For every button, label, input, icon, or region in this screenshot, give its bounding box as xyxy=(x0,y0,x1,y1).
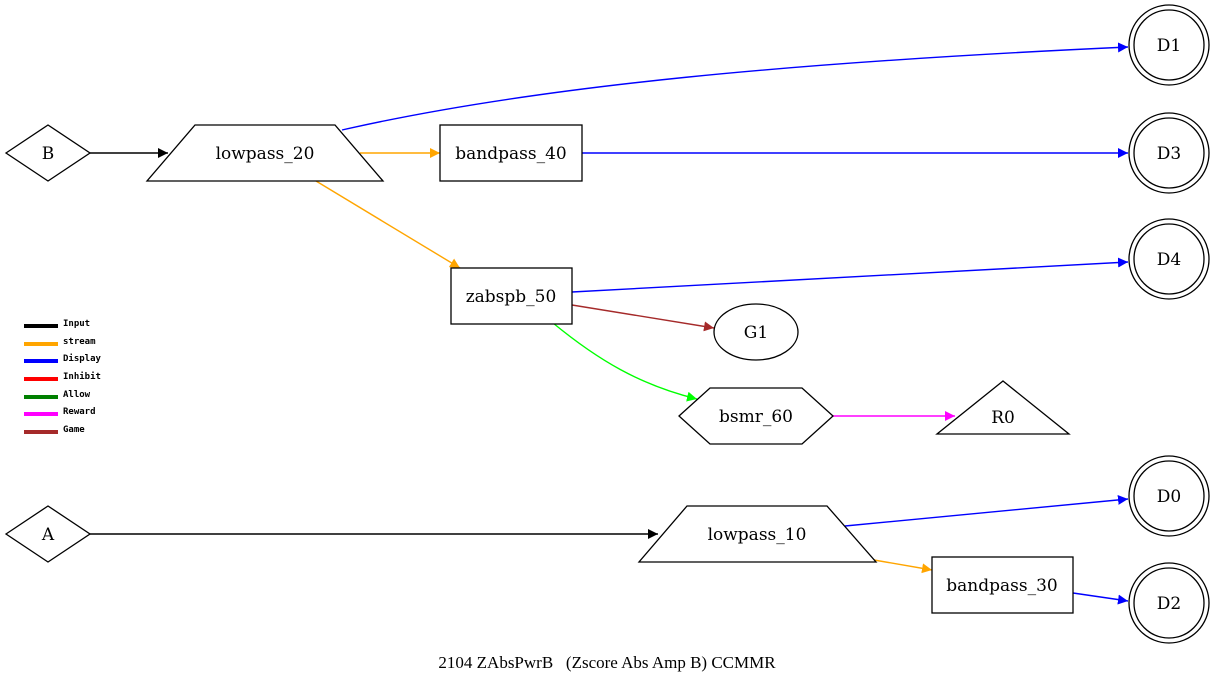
legend-label-inhibit: Inhibit xyxy=(63,371,101,382)
node-lowpass-20[interactable]: lowpass_20 xyxy=(145,124,385,182)
node-d0[interactable]: D0 xyxy=(1128,455,1210,537)
diagram-caption: 2104 ZAbsPwrB (Zscore Abs Amp B) CCMMR xyxy=(438,653,776,672)
edge-zabspb50-d4 xyxy=(571,257,1129,293)
node-bandpass-30-label: bandpass_30 xyxy=(946,576,1057,596)
node-bsmr-60[interactable]: bsmr_60 xyxy=(678,387,834,445)
legend-label-game: Game xyxy=(63,425,85,435)
node-g1[interactable]: G1 xyxy=(713,303,799,361)
legend-item-inhibit: Inhibit xyxy=(24,371,101,382)
legend-label-stream: stream xyxy=(63,337,96,347)
edge-lowpass10-bandpass30 xyxy=(873,559,933,574)
edge-zabspb50-bsmr60 xyxy=(552,322,698,402)
node-bandpass-40-label: bandpass_40 xyxy=(455,144,566,164)
edge-lowpass20-zabspb50 xyxy=(315,180,461,269)
legend-label-display: Display xyxy=(63,353,102,364)
edge-lowpass10-d0 xyxy=(844,494,1129,527)
node-d1[interactable]: D1 xyxy=(1128,4,1210,86)
legend-item-reward: Reward xyxy=(24,407,96,417)
node-b-label: B xyxy=(42,144,55,164)
node-zabspb-50-label: zabspb_50 xyxy=(466,287,557,307)
node-a-label: A xyxy=(41,525,55,545)
node-r0-label: R0 xyxy=(991,408,1015,428)
legend: Input stream Display Inhibit Allow Rewar… xyxy=(24,319,102,435)
node-d2[interactable]: D2 xyxy=(1128,562,1210,644)
node-r0[interactable]: R0 xyxy=(935,380,1071,435)
node-d4[interactable]: D4 xyxy=(1128,218,1210,300)
node-d3-label: D3 xyxy=(1157,144,1181,164)
legend-item-display: Display xyxy=(24,353,102,364)
node-d1-label: D1 xyxy=(1157,36,1181,56)
node-d0-label: D0 xyxy=(1157,487,1181,507)
node-zabspb-50[interactable]: zabspb_50 xyxy=(450,267,573,325)
edge-zabspb50-g1 xyxy=(571,304,715,332)
edge-bandpass30-d2 xyxy=(1072,592,1129,605)
node-d4-label: D4 xyxy=(1157,250,1181,270)
node-bsmr-60-label: bsmr_60 xyxy=(719,407,793,427)
legend-item-game: Game xyxy=(24,425,85,435)
node-d2-label: D2 xyxy=(1157,594,1181,614)
node-lowpass-20-label: lowpass_20 xyxy=(216,144,315,164)
node-d3[interactable]: D3 xyxy=(1128,112,1210,194)
node-bandpass-30[interactable]: bandpass_30 xyxy=(931,556,1074,614)
node-g1-label: G1 xyxy=(744,323,768,343)
legend-item-stream: stream xyxy=(24,337,96,347)
node-bandpass-40[interactable]: bandpass_40 xyxy=(439,124,583,182)
legend-label-input: Input xyxy=(63,319,90,329)
edge-lowpass20-d1 xyxy=(341,42,1129,131)
node-lowpass-10-label: lowpass_10 xyxy=(708,525,807,545)
node-a[interactable]: A xyxy=(4,505,92,563)
legend-label-allow: Allow xyxy=(63,390,91,400)
node-lowpass-10[interactable]: lowpass_10 xyxy=(637,505,878,563)
legend-label-reward: Reward xyxy=(63,407,96,417)
legend-item-allow: Allow xyxy=(24,390,91,400)
legend-item-input: Input xyxy=(24,319,90,329)
node-b[interactable]: B xyxy=(4,124,92,182)
